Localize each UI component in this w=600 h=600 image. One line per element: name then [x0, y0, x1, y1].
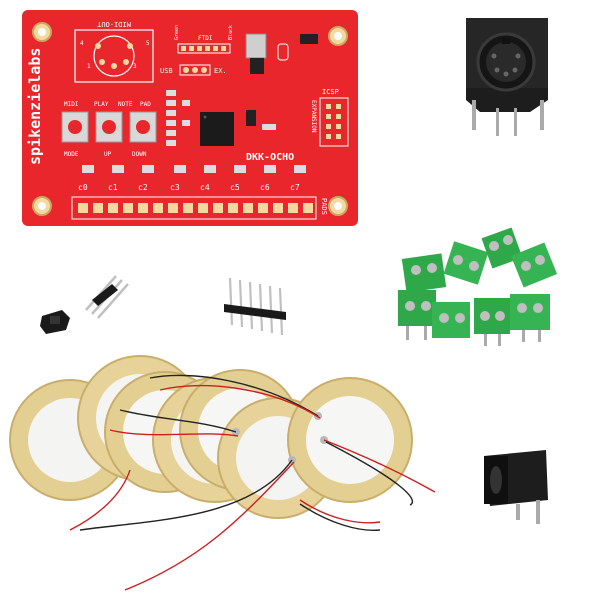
brand-logo: spikenzielabs	[26, 48, 44, 165]
mode-button[interactable]	[61, 111, 89, 143]
screw-terminal	[474, 298, 510, 346]
button-panel: MIDI PLAY NOTE PAD MODE UP DOWN	[61, 101, 157, 158]
screw-terminal	[401, 253, 447, 293]
channel-label: c2	[138, 183, 148, 192]
six-pin-header	[224, 277, 286, 336]
pads-label: PADS	[320, 198, 328, 215]
ftdi-label: FTDI	[198, 35, 213, 42]
mounting-hole	[32, 196, 52, 216]
btn-label-down: DOWN	[132, 151, 147, 158]
channel-label: c7	[290, 183, 300, 192]
crystal	[246, 110, 256, 126]
btn-label-note: NOTE	[118, 101, 133, 108]
pin-label: 1	[87, 63, 91, 70]
btn-label-mode: MODE	[64, 151, 79, 158]
midi-out-footprint: MIDI-OUT 4 5 3 1	[74, 20, 154, 83]
icsp-label: ICSP	[322, 88, 339, 96]
up-button[interactable]	[95, 111, 123, 143]
ftdi-header: FTDI Green Black	[174, 25, 234, 54]
mounting-hole	[328, 26, 348, 46]
usb-ext-jumper: USB EX.	[160, 64, 227, 76]
dc-barrel-jack	[484, 450, 548, 524]
model-label: DKK-OCHO	[246, 152, 294, 163]
mounting-hole	[32, 22, 52, 42]
pin-label: 5	[146, 40, 150, 47]
midi-out-label: MIDI-OUT	[96, 20, 131, 28]
down-button[interactable]	[129, 111, 157, 143]
led-column	[166, 90, 190, 146]
btn-label-up: UP	[104, 151, 112, 158]
mounting-hole	[328, 196, 348, 216]
green-label: Green	[174, 25, 180, 40]
btn-label-pad: PAD	[140, 101, 151, 108]
screw-terminals	[398, 227, 558, 346]
screw-terminal	[443, 241, 489, 285]
resistor	[262, 124, 276, 130]
channel-label: c1	[108, 183, 118, 192]
microcontroller-chip	[200, 112, 234, 146]
icsp-header: ICSP EXPANSION	[310, 88, 349, 147]
channel-label: c4	[200, 183, 210, 192]
jumper-cap	[40, 310, 70, 334]
channel-label: c0	[78, 183, 88, 192]
btn-label-play: PLAY	[94, 101, 109, 108]
three-pin-header	[85, 275, 129, 319]
channel-label: c3	[170, 183, 180, 192]
screw-terminal	[432, 302, 470, 338]
piezo-disc	[287, 377, 413, 503]
pad-connector-row: PADS	[71, 196, 328, 220]
piezo-discs	[9, 355, 413, 519]
screw-terminal	[398, 290, 436, 340]
expansion-label: EXPANSION	[310, 100, 317, 133]
voltage-regulator	[245, 33, 267, 74]
channel-labels: c0 c1 c2 c3 c4 c5 c6 c7	[78, 183, 300, 192]
capacitor	[277, 34, 318, 61]
pin-label: 4	[80, 40, 84, 47]
btn-label-midi: MIDI	[64, 101, 79, 108]
pcb-board: MIDI-OUT 4 5 3 1 spikenzielabs FTDI Gree…	[22, 10, 358, 226]
midi-din-jack	[466, 18, 548, 136]
pin-label: 3	[133, 63, 137, 70]
channel-label: c6	[260, 183, 270, 192]
piezo-wires	[69, 374, 436, 591]
ext-label: EX.	[214, 67, 227, 75]
black-label: Black	[228, 25, 234, 40]
usb-label: USB	[160, 67, 173, 75]
screw-terminal	[510, 242, 558, 288]
screw-terminal	[510, 294, 550, 342]
channel-resistors	[82, 165, 306, 173]
channel-label: c5	[230, 183, 240, 192]
